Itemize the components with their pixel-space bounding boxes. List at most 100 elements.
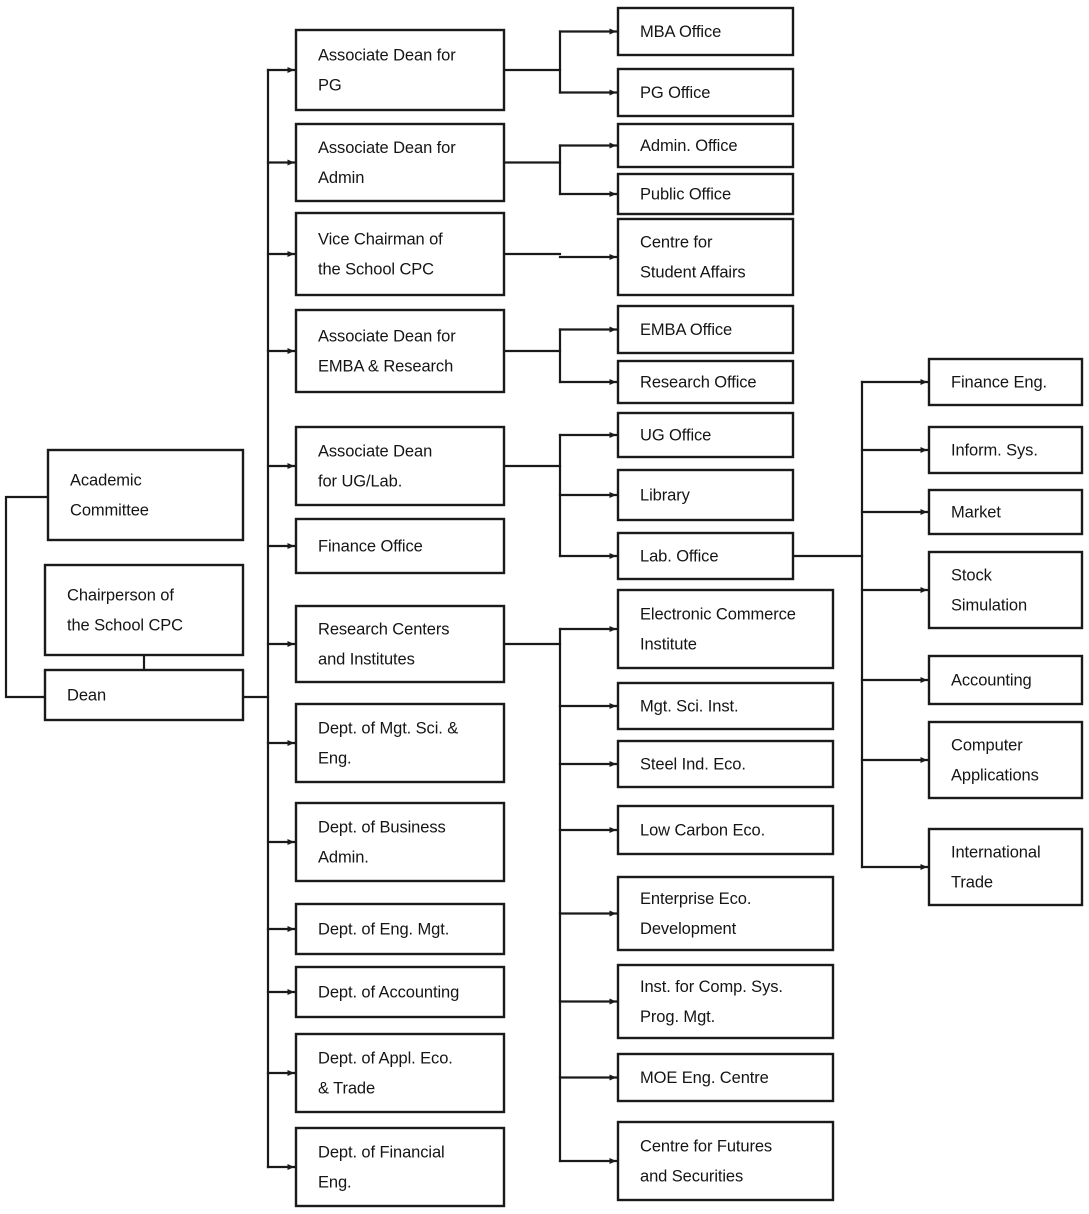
node-label: PG Office: [640, 84, 710, 102]
node-box: [616, 875, 835, 952]
node-label: PG: [318, 77, 342, 95]
connector: [4, 495, 50, 699]
node-label: Centre for: [640, 234, 713, 252]
node-box: [616, 1120, 835, 1202]
node-label: Admin. Office: [640, 137, 737, 155]
node-label: & Trade: [318, 1080, 375, 1098]
node-box: [616, 804, 835, 856]
node-label: Eng.: [318, 750, 352, 768]
node-label: Trade: [951, 874, 993, 892]
node-label: Admin: [318, 169, 364, 187]
node-label: Centre for Futures: [640, 1138, 772, 1156]
node-label: Lab. Office: [640, 548, 718, 566]
node-library[interactable]: Library: [616, 468, 795, 522]
node-box: [294, 965, 506, 1019]
node-label: Finance Eng.: [951, 374, 1047, 392]
node-label: Dept. of Eng. Mgt.: [318, 921, 449, 939]
node-label: Mgt. Sci. Inst.: [640, 698, 738, 716]
node-label: Dean: [67, 687, 106, 705]
node-label: MOE Eng. Centre: [640, 1069, 769, 1087]
node-market-lab[interactable]: Market: [927, 488, 1084, 536]
node-label: and Institutes: [318, 651, 415, 669]
node-moe-eng-centre[interactable]: MOE Eng. Centre: [616, 1052, 835, 1103]
node-inst-comp-sys-prog-mgt[interactable]: Inst. for Comp. Sys.Prog. Mgt.: [616, 963, 835, 1040]
node-box: [927, 720, 1084, 800]
node-label: Associate Dean for: [318, 328, 456, 346]
node-box: [294, 1126, 506, 1208]
node-label: Applications: [951, 767, 1039, 785]
node-label: Academic: [70, 472, 142, 490]
node-dean[interactable]: Dean: [43, 668, 245, 722]
node-public-office[interactable]: Public Office: [616, 172, 795, 216]
node-box: [616, 122, 795, 169]
node-box: [616, 6, 795, 57]
node-research-office[interactable]: Research Office: [616, 359, 795, 405]
node-label: Computer: [951, 737, 1023, 755]
node-label: Library: [640, 487, 691, 505]
node-box: [294, 425, 506, 507]
connector-layer: [4, 28, 929, 1171]
node-box: [294, 1032, 506, 1114]
node-ug-office[interactable]: UG Office: [616, 411, 795, 459]
node-box: [294, 902, 506, 956]
node-low-carbon-eco[interactable]: Low Carbon Eco.: [616, 804, 835, 856]
node-label: Associate Dean for: [318, 139, 456, 157]
node-finance-eng-lab[interactable]: Finance Eng.: [927, 357, 1084, 407]
node-label: Vice Chairman of: [318, 231, 443, 249]
node-enterprise-eco-development[interactable]: Enterprise Eco.Development: [616, 875, 835, 952]
node-box: [616, 359, 795, 405]
node-admin-office[interactable]: Admin. Office: [616, 122, 795, 169]
node-dept-mgt-sci-eng[interactable]: Dept. of Mgt. Sci. & Eng.: [294, 702, 506, 784]
node-box: [927, 357, 1084, 407]
node-box: [616, 304, 795, 355]
node-box: [294, 28, 506, 112]
node-steel-ind-eco[interactable]: Steel Ind. Eco.: [616, 739, 835, 789]
node-mgt-sci-inst[interactable]: Mgt. Sci. Inst.: [616, 681, 835, 731]
node-finance-office[interactable]: Finance Office: [294, 517, 506, 575]
node-accounting-lab[interactable]: Accounting: [927, 654, 1084, 706]
node-label: Finance Office: [318, 538, 423, 556]
node-box: [616, 588, 835, 670]
node-label: Accounting: [951, 672, 1032, 690]
node-label: Associate Dean for: [318, 47, 456, 65]
node-box: [616, 1052, 835, 1103]
node-emba-office[interactable]: EMBA Office: [616, 304, 795, 355]
node-box: [616, 67, 795, 118]
node-label: International: [951, 844, 1041, 862]
node-label: Eng.: [318, 1174, 352, 1192]
node-pg-office[interactable]: PG Office: [616, 67, 795, 118]
node-label: Dept. of Mgt. Sci. &: [318, 720, 458, 738]
node-dept-eng-mgt[interactable]: Dept. of Eng. Mgt.: [294, 902, 506, 956]
node-box: [294, 308, 506, 394]
node-mba-office[interactable]: MBA Office: [616, 6, 795, 57]
node-label: EMBA Office: [640, 321, 732, 339]
node-dept-accounting[interactable]: Dept. of Accounting: [294, 965, 506, 1019]
node-lab-office[interactable]: Lab. Office: [616, 531, 795, 581]
node-box: [294, 211, 506, 297]
node-box: [294, 517, 506, 575]
node-inform-sys-lab[interactable]: Inform. Sys.: [927, 425, 1084, 475]
node-label: Electronic Commerce: [640, 606, 796, 624]
node-label: Research Office: [640, 374, 757, 392]
node-box: [927, 654, 1084, 706]
node-dept-appl-eco-trade[interactable]: Dept. of Appl. Eco.& Trade: [294, 1032, 506, 1114]
node-label: Public Office: [640, 186, 731, 204]
node-box: [294, 604, 506, 684]
